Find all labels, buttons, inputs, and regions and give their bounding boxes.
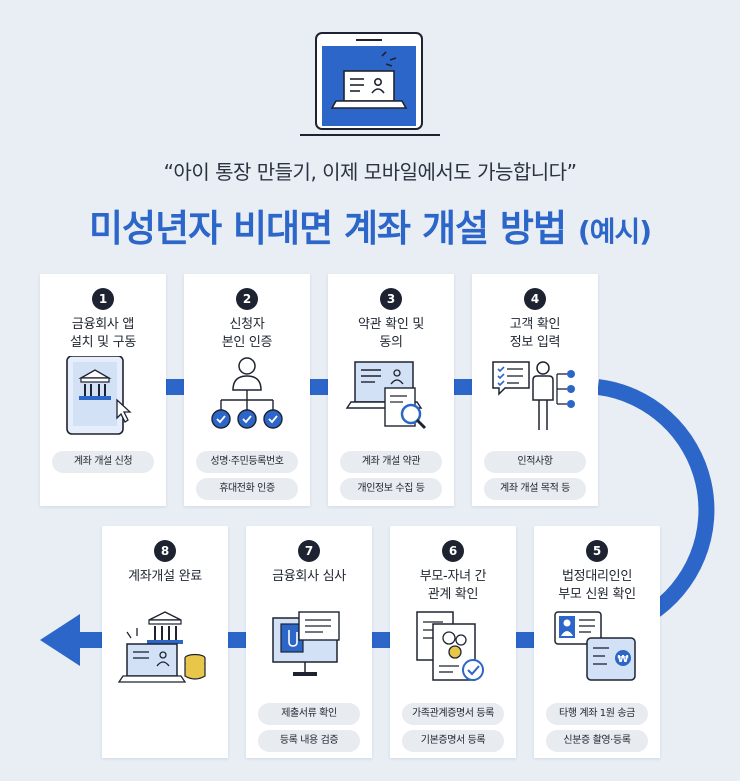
step-card-3: 3 약관 확인 및 동의 계좌 개설 약관 개인정보 수집 등 (328, 274, 454, 506)
step-number-badge: 8 (154, 540, 176, 562)
step-number-badge: 2 (236, 288, 258, 310)
step-number-badge: 3 (380, 288, 402, 310)
parent-id-check-icon: ₩ (554, 611, 636, 681)
step-detail: 타행 계좌 1원 송금 (546, 703, 648, 725)
step-detail: 신분증 촬영·등록 (546, 730, 648, 752)
step-detail: 계좌 개설 신청 (52, 451, 154, 473)
page-title: 미성년자 비대면 계좌 개설 방법 (예시) (0, 198, 740, 252)
step-number-badge: 6 (442, 540, 464, 562)
step-detail: 계좌 개설 약관 (340, 451, 442, 473)
step-card-2: 2 신청자 본인 인증 성명·주민등록번호 휴대전화 인증 (184, 274, 310, 506)
step-title: 법정대리인인 부모 신원 확인 (558, 569, 636, 602)
step-number-badge: 5 (586, 540, 608, 562)
step-card-8: 8 계좌개설 완료 (102, 526, 228, 758)
document-review-monitor-icon (272, 611, 340, 676)
step-detail: 인적사항 (484, 451, 586, 473)
connector-5-6 (514, 632, 534, 648)
connector-3-4 (454, 379, 472, 395)
step-card-6: 6 부모-자녀 간 관계 확인 가족관계증명서 등록 기본증명서 등록 (390, 526, 516, 758)
step-title: 계좌개설 완료 (128, 569, 202, 584)
svg-text:₩: ₩ (617, 654, 628, 665)
step-number-badge: 7 (298, 540, 320, 562)
page-title-suffix: (예시) (577, 215, 652, 248)
step-card-4: 4 고객 확인 정보 입력 인적사항 계좌 개설 목적 등 (472, 274, 598, 506)
step-detail: 계좌 개설 목적 등 (484, 478, 586, 500)
subtitle-quote: “아이 통장 만들기, 이제 모바일에서도 가능합니다” (163, 160, 577, 184)
step-detail: 기본증명서 등록 (402, 730, 504, 752)
terms-review-icon (345, 361, 427, 430)
page-title-main: 미성년자 비대면 계좌 개설 방법 (88, 207, 567, 250)
step-card-1: 1 금융회사 앱 설치 및 구동 계좌 개설 신청 (40, 274, 166, 506)
connector-6-7 (370, 632, 390, 648)
step-number-badge: 4 (524, 288, 546, 310)
step-card-7: 7 금융회사 심사 제출서류 확인 등록 내용 검증 (246, 526, 372, 758)
connector-1-2 (166, 379, 184, 395)
mobile-bank-app-icon (66, 356, 132, 435)
step-title: 고객 확인 정보 입력 (509, 317, 561, 350)
identity-verification-icon (211, 357, 283, 429)
hero-laptop-icon (300, 32, 440, 136)
step-title: 약관 확인 및 동의 (358, 317, 424, 350)
family-relation-document-icon (416, 611, 484, 681)
connector-2-3 (310, 379, 328, 395)
step-detail: 가족관계증명서 등록 (402, 703, 504, 725)
step-detail: 성명·주민등록번호 (196, 451, 298, 473)
exit-arrow (40, 614, 102, 666)
connector-7-8 (226, 632, 246, 648)
step-title: 부모-자녀 간 관계 확인 (419, 569, 487, 602)
step-detail: 개인정보 수집 등 (340, 478, 442, 500)
curved-arrow (596, 379, 715, 621)
step-number-badge: 1 (92, 288, 114, 310)
step-detail: 휴대전화 인증 (196, 478, 298, 500)
step-title: 금융회사 심사 (272, 569, 346, 584)
step-detail: 제출서류 확인 (258, 703, 360, 725)
step-title: 신청자 본인 인증 (221, 317, 273, 350)
account-complete-icon (117, 611, 206, 683)
step-card-5: 5 법정대리인인 부모 신원 확인 ₩ 타행 계좌 1원 송금 신분증 촬영·등… (534, 526, 660, 758)
step-title: 금융회사 앱 설치 및 구동 (70, 317, 136, 350)
customer-info-input-icon (492, 361, 575, 430)
step-detail: 등록 내용 검증 (258, 730, 360, 752)
